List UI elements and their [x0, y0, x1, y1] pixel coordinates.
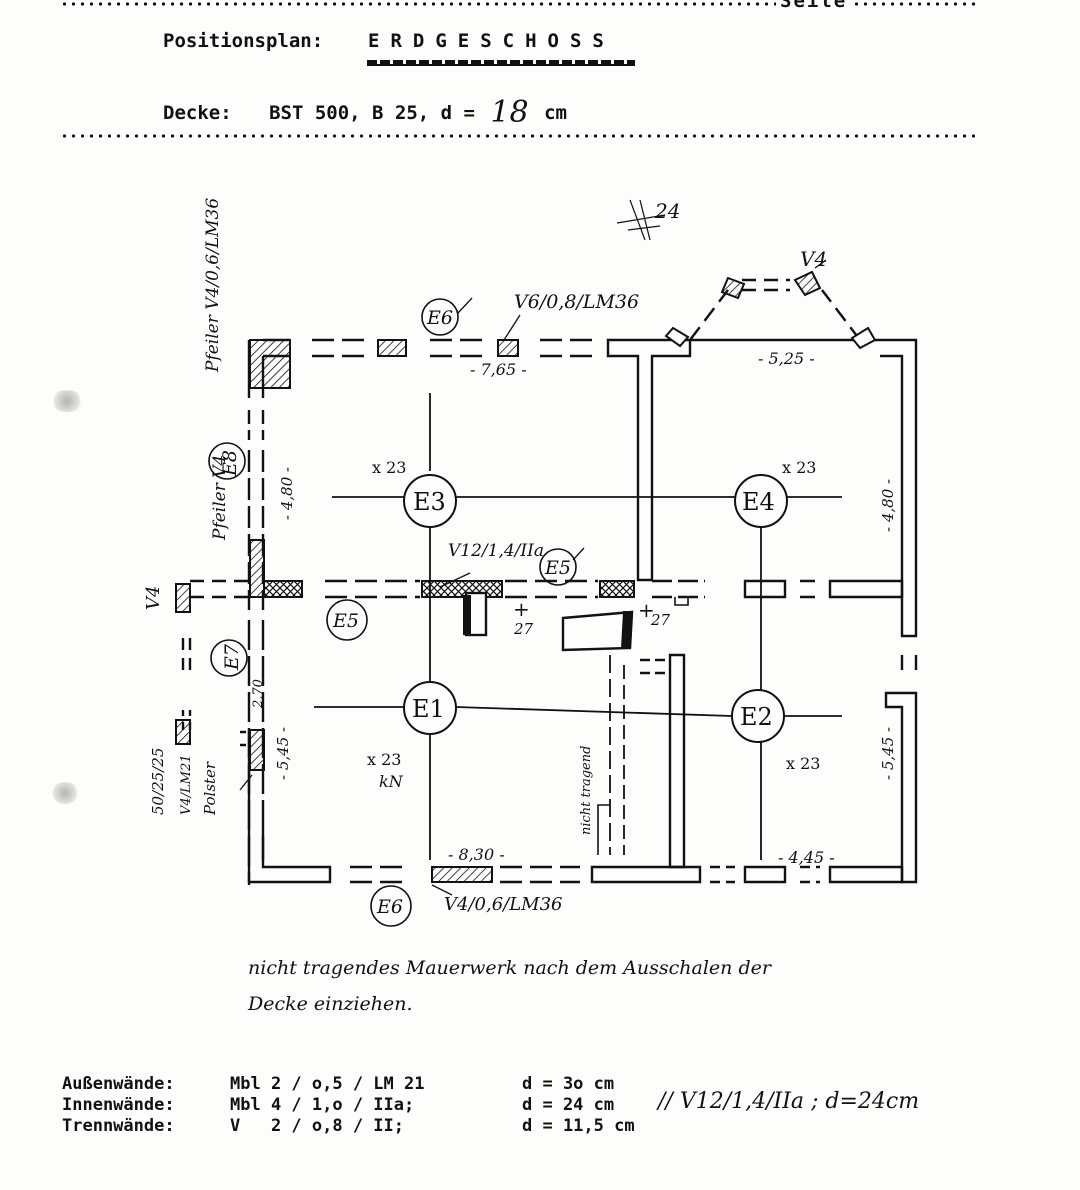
- decke-label: Decke:: [163, 102, 232, 124]
- v4-bottom-label: V4/0,6/LM36: [444, 894, 563, 915]
- plus-27-a-value: 27: [513, 620, 534, 638]
- x23-e1-label: x 23: [367, 750, 401, 769]
- axis-lines: [314, 199, 842, 860]
- decke-line: Decke: BST 500, B 25, d = 18 cm: [163, 95, 567, 130]
- wall-spec: Mbl 4 / 1,o / IIa;: [230, 1095, 415, 1115]
- v6-top-label: V6/0,8/LM36: [514, 291, 639, 313]
- wall-thickness: d = 24 cm: [522, 1095, 615, 1115]
- hatched-elements: [175, 270, 877, 883]
- x23-e2-label: x 23: [786, 754, 820, 773]
- handwritten-note: nicht tragendes Mauerwerk nach dem Aussc…: [248, 950, 888, 1022]
- e1-label: E1: [412, 695, 445, 723]
- e7-label: E7: [221, 643, 243, 671]
- top-dotted-line: [60, 2, 980, 6]
- header-dotted-separator: [60, 134, 980, 138]
- plan-title-value: ERDGESCHOSS: [368, 30, 615, 52]
- e4-label: E4: [742, 488, 775, 516]
- wall-thickness: d = 3o cm: [522, 1074, 615, 1094]
- wall-row-trenn: Trennwände: V 2 / o,8 / II; d = 11,5 cm: [62, 1116, 919, 1137]
- decke-thickness-handwritten: 18: [490, 95, 529, 130]
- plus-27-b-value: 27: [650, 611, 671, 629]
- dim-545-left-label: - 5,45 -: [274, 727, 292, 780]
- wall-row-aussen: Außenwände: Mbl 2 / o,5 / LM 21 d = 3o c…: [62, 1074, 919, 1095]
- walls-legend: Außenwände: Mbl 2 / o,5 / LM 21 d = 3o c…: [62, 1074, 919, 1137]
- v12-label: V12/1,4/IIa: [448, 541, 544, 561]
- e5-left-label: E5: [332, 610, 359, 632]
- plan-title-label: Positionsplan:: [163, 30, 324, 52]
- wall-thickness: d = 11,5 cm: [522, 1116, 635, 1136]
- label-circles: [208, 298, 577, 927]
- wall-label: Außenwände:: [62, 1074, 175, 1094]
- x23-e4-label: x 23: [782, 458, 816, 477]
- kn-label: kN: [379, 772, 404, 791]
- dim-765-label: - 7,65 -: [470, 360, 527, 379]
- e3-label: E3: [413, 488, 446, 516]
- seite-label: Seite: [776, 0, 852, 12]
- left-stack-2-label: V4/LM21: [179, 754, 194, 815]
- e6-top-label: E6: [426, 307, 453, 329]
- nicht-tragend-label: nicht tragend: [579, 746, 594, 835]
- wall-label: Trennwände:: [62, 1116, 175, 1136]
- dim-545-right-label: - 5,45 -: [879, 727, 897, 780]
- note-line-2: Decke einziehen.: [248, 993, 413, 1015]
- note-line-1: nicht tragendes Mauerwerk nach dem Aussc…: [248, 957, 771, 979]
- axis-circles: [403, 474, 788, 743]
- wall-handwritten-note: // V12/1,4/IIa ; d=24cm: [658, 1089, 920, 1114]
- decke-unit: cm: [544, 102, 567, 124]
- dim-525-label: - 5,25 -: [758, 349, 815, 368]
- plus-27-b-label: +: [638, 598, 655, 622]
- wall-spec: Mbl 2 / o,5 / LM 21: [230, 1074, 425, 1094]
- left-stack-3-label: Polster: [201, 761, 219, 816]
- e5-right-label: E5: [544, 557, 571, 579]
- title-underline: [367, 60, 635, 66]
- dim-480-right-label: - 4,80 -: [879, 479, 897, 532]
- e8-label: E8: [219, 450, 241, 477]
- floor-plan-drawing: 24 V4 V6/0,8/LM36 E6 - 7,65 - - 5,25 - P…: [143, 198, 918, 927]
- pfeiler-mid-label: Pfeiler V4: [210, 455, 230, 541]
- dim-480-left-label: - 4,80 -: [278, 467, 296, 520]
- wall-label: Innenwände:: [62, 1095, 175, 1115]
- v4-left-label: V4: [143, 586, 164, 610]
- plus-27-a-label: +: [513, 597, 530, 621]
- dim-830-label: - 8,30 -: [448, 845, 505, 864]
- e6-bottom-label: E6: [376, 896, 403, 918]
- v4-top-label: V4: [800, 247, 827, 271]
- decke-spec: BST 500, B 25, d =: [269, 102, 475, 124]
- dim-445-label: - 4,45 -: [778, 848, 835, 867]
- top-dotted-strip: Seite: [0, 0, 1080, 12]
- x23-e3-label: x 23: [372, 458, 406, 477]
- pfeiler-top-label: Pfeiler V4/0,6/LM36: [203, 198, 223, 373]
- outer-walls: [181, 278, 918, 885]
- wall-row-innen: Innenwände: Mbl 4 / 1,o / IIa; d = 24 cm…: [62, 1091, 919, 1116]
- scan-artifact: [50, 390, 84, 412]
- plan-annotations: 24 V4 V6/0,8/LM36 E6 - 7,65 - - 5,25 - P…: [143, 198, 897, 918]
- axis-top-label: 24: [654, 199, 680, 223]
- wall-spec: V 2 / o,8 / II;: [230, 1116, 404, 1136]
- leader-lines: [239, 259, 827, 896]
- dim-270-label: 2,70: [251, 679, 266, 709]
- scan-artifact: [50, 782, 80, 804]
- e2-label: E2: [740, 703, 773, 731]
- left-stack-1-label: 50/25/25: [149, 748, 167, 815]
